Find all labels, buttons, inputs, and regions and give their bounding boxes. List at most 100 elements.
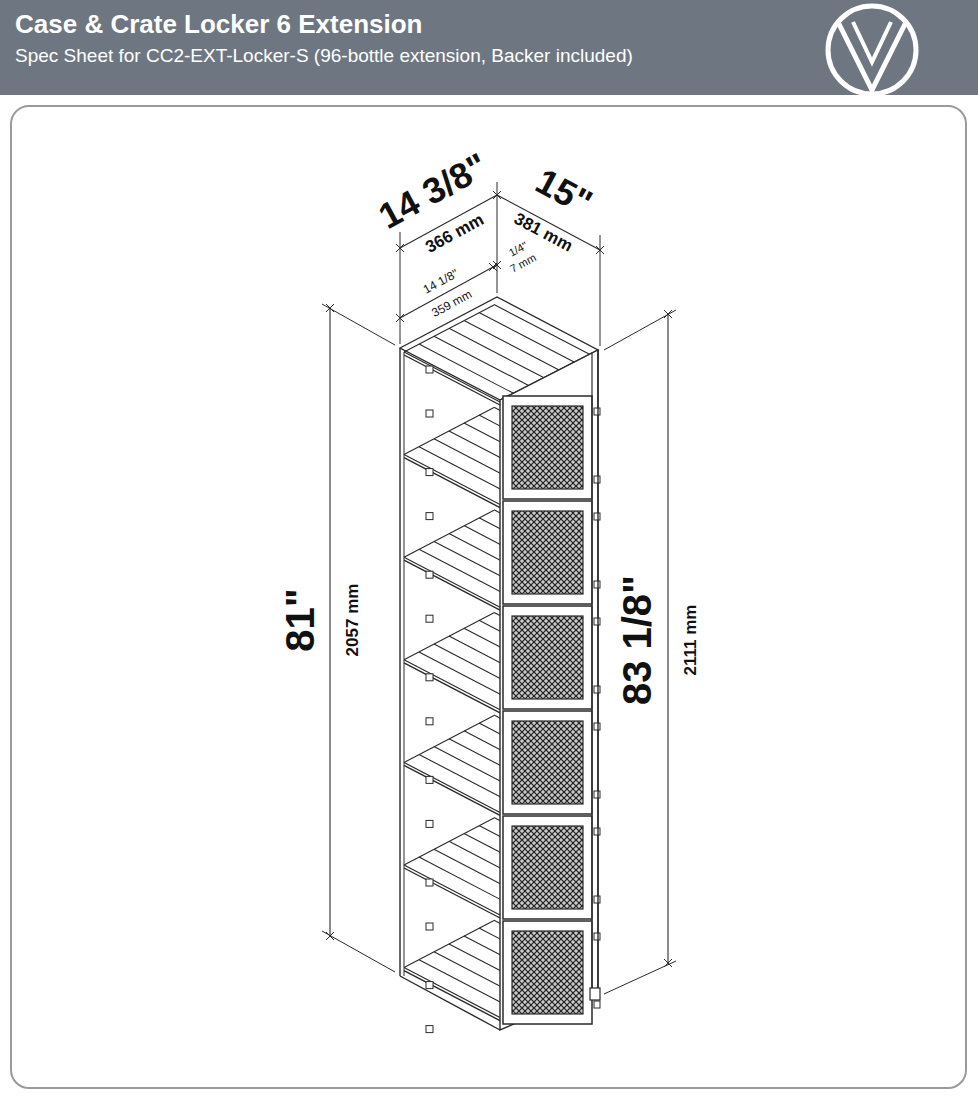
shelf-clip	[426, 820, 433, 827]
right-post	[591, 352, 592, 990]
door-hinge	[594, 476, 600, 483]
door-hinge	[594, 513, 600, 520]
door-hinge	[594, 618, 600, 625]
door-hinge	[594, 828, 600, 835]
dimension-inch: 14 1/8"	[421, 267, 460, 297]
dimension-inch: 81"	[278, 588, 322, 651]
dimension-tick	[326, 304, 334, 312]
door-mesh	[512, 826, 583, 909]
shelf-front-rail	[404, 560, 500, 610]
door-hinge	[594, 581, 600, 588]
shelf-clip	[426, 879, 433, 886]
shelf-clip	[426, 410, 433, 417]
dimension-tick	[396, 314, 404, 322]
shelf-clip	[426, 718, 433, 725]
bottom-edge	[400, 976, 500, 1030]
dimension-tick	[493, 191, 501, 199]
extension-line	[604, 310, 676, 350]
dimension-tick	[493, 261, 501, 269]
door-frame	[503, 921, 592, 1024]
dimension-tick	[396, 244, 404, 252]
dimension-line	[667, 314, 668, 963]
shelf-side-edge	[404, 613, 494, 660]
brand-logo	[828, 6, 916, 94]
door-mesh	[512, 616, 583, 699]
shelf-slat	[404, 968, 500, 1018]
door-mesh	[512, 721, 583, 804]
door-hinge	[594, 933, 600, 940]
door-face	[500, 350, 598, 1030]
dimension-tick	[596, 246, 604, 254]
dimension-mm: 2057 mm	[344, 584, 363, 657]
shelf-front-rail	[404, 868, 500, 918]
shelf-side-edge	[404, 715, 494, 762]
extension-line	[322, 931, 395, 972]
door-hinge	[594, 896, 600, 903]
shelf-slat	[494, 305, 590, 355]
right-post-outer	[597, 350, 598, 990]
shelf-side-edge	[404, 408, 494, 455]
logo-v-outer	[838, 22, 906, 90]
shelf-slat	[479, 313, 575, 363]
shelf-clip	[426, 469, 433, 476]
dimension-tick	[664, 310, 672, 318]
shelf-front-rail	[404, 458, 500, 508]
door-mesh	[512, 406, 583, 489]
door-hinge	[594, 686, 600, 693]
door-frame	[503, 396, 592, 499]
shelf-slat	[404, 557, 500, 607]
locker-illustration	[322, 182, 676, 1033]
shelf-slat	[404, 352, 500, 402]
shelf-slat	[404, 660, 500, 710]
shelf-slat	[464, 320, 560, 370]
door-hinge	[594, 408, 600, 415]
shelf-clip	[426, 982, 433, 989]
dimension-tick	[596, 246, 604, 254]
door-frame	[503, 711, 592, 814]
shelf-front-rail	[404, 971, 500, 1021]
left-upright-inner	[404, 352, 405, 976]
dimension-tick	[664, 959, 672, 967]
dimension-tick	[326, 932, 334, 940]
door-hinge	[594, 791, 600, 798]
shelf-slat	[404, 762, 500, 812]
shelf-side-edge	[404, 818, 494, 865]
dimension-tick	[493, 191, 501, 199]
dimension-mm: 366 mm	[423, 211, 488, 258]
shelf-clip	[426, 674, 433, 681]
shelf-clip	[426, 776, 433, 783]
shelf-clip	[426, 615, 433, 622]
dimension-tick	[396, 314, 404, 322]
sheet-title: Case & Crate Locker 6 Extension	[15, 10, 423, 39]
extension-line	[497, 182, 498, 293]
logo-v-inner	[853, 22, 891, 62]
shelf-clip	[426, 1026, 433, 1033]
dimension-tick	[493, 261, 501, 269]
door-frame	[503, 816, 592, 919]
shelf-clip	[426, 513, 433, 520]
door-hinge	[594, 1001, 600, 1008]
extension-line	[322, 304, 395, 345]
dimension-tick	[664, 959, 672, 967]
sheet-subtitle: Spec Sheet for CC2-EXT-Locker-S (96-bott…	[15, 46, 633, 67]
dimension-tick	[326, 304, 334, 312]
shelf-slat	[449, 328, 545, 378]
door-frame	[503, 606, 592, 709]
shelf-slat	[404, 455, 500, 505]
leveling-foot	[590, 988, 600, 1000]
shelf-side-edge	[404, 921, 494, 968]
shelf-clip	[426, 571, 433, 578]
shelf-slat	[404, 865, 500, 915]
shelf-front-rail	[404, 663, 500, 713]
extension-line	[600, 235, 601, 346]
shelf-front-rail	[404, 765, 500, 815]
dimension-tick	[664, 310, 672, 318]
left-upright	[399, 348, 400, 976]
dimension-tick	[326, 932, 334, 940]
header-bar	[0, 0, 978, 95]
shelf-clip	[426, 366, 433, 373]
dimension-mm: 359 mm	[430, 288, 474, 320]
door-mesh	[512, 511, 583, 594]
